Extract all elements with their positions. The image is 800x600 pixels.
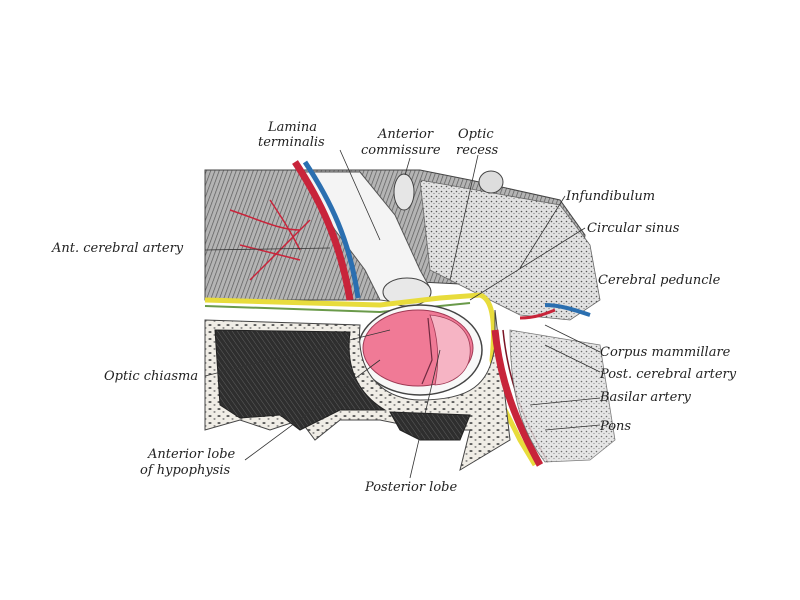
- label-anterior-lobe-2: of hypophysis: [140, 463, 231, 478]
- peduncle-artery: [519, 308, 556, 320]
- label-pons: Pons: [599, 419, 631, 434]
- label-ant-cerebral-artery: Ant. cerebral artery: [51, 241, 184, 256]
- label-optic-chiasma: Optic chiasma: [104, 369, 198, 384]
- small-arteries: [229, 199, 311, 281]
- label-optic-recess-2: recess: [456, 143, 499, 158]
- label-anterior-commissure-1: Anterior: [377, 127, 434, 142]
- small-oval: [478, 170, 504, 194]
- label-basilar-artery: Basilar artery: [599, 390, 691, 405]
- label-anterior-lobe-1: Anterior lobe: [147, 447, 236, 462]
- label-lamina-terminalis-2: terminalis: [258, 135, 325, 150]
- label-circular-sinus: Circular sinus: [587, 221, 680, 236]
- label-anterior-commissure-2: commissure: [361, 143, 441, 158]
- sinus-lower: [389, 411, 471, 441]
- basilar-artery-vessel: [491, 329, 544, 467]
- label-posterior-lobe: Posterior lobe: [364, 480, 457, 495]
- label-post-cerebral-artery: Post. cerebral artery: [599, 367, 737, 382]
- pons-region: [509, 329, 616, 463]
- label-corpus-mammillare: Corpus mammillare: [600, 345, 731, 360]
- peduncle-vessels: [544, 303, 591, 317]
- ant-cerebral-artery-vessel: [292, 160, 354, 301]
- cerebral-vein-vessel: [302, 160, 361, 299]
- pituitary-posterior-lobe: [429, 314, 471, 386]
- anterior-commissure-structure: [393, 173, 415, 211]
- sphenoidal-sinus: [214, 329, 387, 431]
- label-infundibulum: Infundibulum: [565, 189, 655, 204]
- label-optic-recess-1: Optic: [458, 127, 494, 142]
- leader-lines: [204, 149, 601, 479]
- label-cerebral-peduncle: Cerebral peduncle: [598, 273, 721, 288]
- pituitary-cleft: [421, 317, 433, 385]
- label-lamina-terminalis-1: Lamina: [267, 120, 317, 135]
